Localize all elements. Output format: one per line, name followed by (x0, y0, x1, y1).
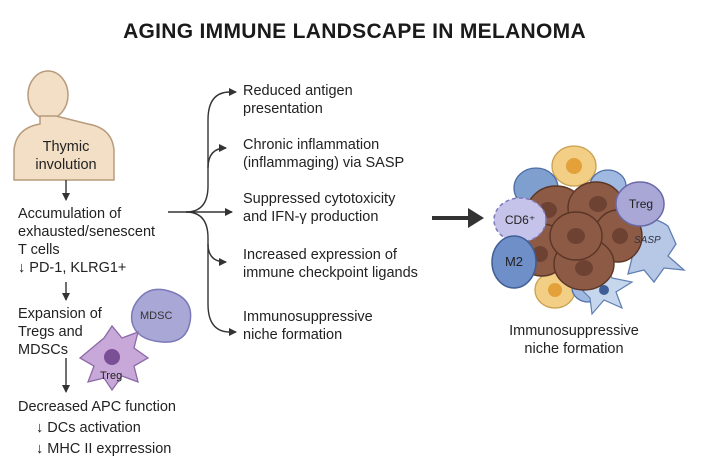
effect-5-line-2: niche formation (243, 327, 343, 343)
effect-5-line-1: Immunosuppressive (243, 309, 373, 325)
accumulation-line-1: Accumulation of (18, 206, 122, 222)
effect-reduced-antigen: Reduced antigen presentation (243, 82, 353, 118)
mdsc-label: MDSC (140, 310, 173, 322)
involution-line: involution (35, 157, 97, 173)
niche-caption: Immunosuppressive niche formation (494, 322, 654, 358)
effect-2-line-2: (inflammaging) via SASP (243, 155, 405, 171)
big-arrow (432, 208, 484, 228)
accumulation-line-3: T cells (18, 242, 60, 258)
accumulation-block: Accumulation of exhausted/senescent T ce… (18, 205, 155, 277)
apc-block: Decreased APC function ↓ DCs activation … (18, 398, 176, 458)
effect-suppressed-cytotoxicity: Suppressed cytotoxicity and IFN-γ produc… (243, 190, 395, 226)
treg-cell-icon (78, 324, 150, 392)
effect-2-line-1: Chronic inflammation (243, 137, 380, 153)
effect-1-line-1: Reduced antigen (243, 83, 353, 99)
thymic-involution-label: Thymic involution (28, 138, 104, 174)
cd8-label: CD6⁺ (504, 213, 536, 227)
person-silhouette-icon (13, 70, 115, 181)
effect-chronic-inflammation: Chronic inflammation (inflammaging) via … (243, 136, 404, 172)
tumor-cells (515, 181, 643, 291)
pd1-klrg1-line: ↓ PD-1, KLRG1+ (18, 260, 127, 276)
branch-bracket (168, 88, 237, 336)
effect-3-line-1: Suppressed cytotoxicity (243, 191, 396, 207)
effect-1-line-2: presentation (243, 101, 323, 117)
niche-cluster (491, 145, 686, 316)
niche-caption-line-2: niche formation (524, 341, 624, 357)
accumulation-line-2: exhausted/senescent (18, 224, 156, 240)
dcs-activation-line: ↓ DCs activation (36, 420, 141, 436)
m2-label: M2 (504, 254, 524, 269)
expansion-line-1: Expansion of (18, 306, 102, 322)
effect-checkpoint-ligands: Increased expression of immune checkpoin… (243, 246, 418, 282)
m2-cell-icon (491, 235, 537, 289)
thymic-line: Thymic (42, 139, 90, 155)
expansion-line-3: MDSCs (18, 342, 68, 358)
apc-line-1: Decreased APC function (18, 399, 176, 415)
treg-niche-cell-icon (615, 181, 665, 227)
treg-label: Treg (100, 370, 123, 382)
niche-caption-line-1: Immunosuppressive (509, 323, 639, 339)
mdsc-cell-icon (130, 288, 192, 343)
niche-treg-label: Treg (628, 197, 654, 211)
effect-4-line-2: immune checkpoint ligands (243, 265, 418, 281)
expansion-line-2: Tregs and (18, 324, 83, 340)
diagram-title: AGING IMMUNE LANDSCAPE IN MELANOMA (123, 20, 586, 43)
mhc-ii-line: ↓ MHC II exprression (36, 441, 172, 457)
effect-3-line-2: and IFN-γ production (243, 209, 379, 225)
sasp-label: SASP (634, 235, 661, 246)
effect-4-line-1: Increased expression of (243, 247, 397, 263)
effect-immunosuppressive-niche: Immunosuppressive niche formation (243, 308, 373, 344)
expansion-block: Expansion of Tregs and MDSCs (18, 305, 102, 359)
